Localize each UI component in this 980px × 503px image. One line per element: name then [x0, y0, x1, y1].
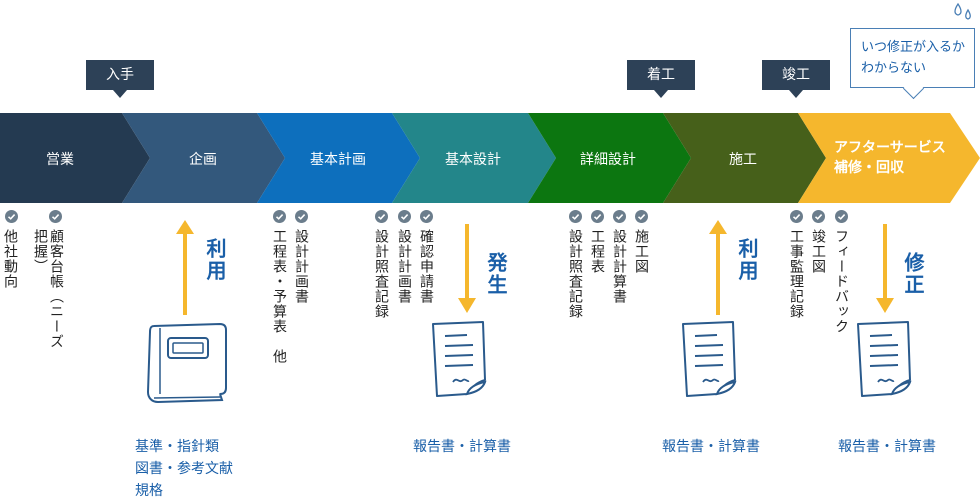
hassei-arrow	[458, 224, 476, 313]
action-shusei: 修正	[901, 252, 925, 296]
document-illustration-seko	[682, 321, 736, 397]
doclabel-kikaku-line2: 図書・参考文献	[135, 461, 233, 477]
item-tasha-doko: 他社動向	[2, 229, 18, 289]
item-kakunin-shinseisho: 確認申請書	[418, 229, 434, 304]
sweat-drops-icon	[954, 2, 971, 20]
callout-shunko: 竣工	[762, 60, 830, 98]
check-icon	[569, 210, 582, 223]
action-riyo-2: 利用	[735, 238, 759, 282]
stage-seko	[663, 113, 826, 203]
check-icon	[635, 210, 648, 223]
document-illustration-after	[857, 321, 911, 397]
callout-chakko: 着工	[627, 60, 695, 98]
stage-label-kihon-sekkei: 基本設計	[445, 152, 501, 168]
binder-illustration	[146, 322, 227, 404]
process-flow	[0, 113, 980, 203]
speech-bubble: いつ修正が入るか わからない	[850, 28, 975, 100]
check-icon	[591, 210, 604, 223]
doclabel-kihon: 報告書・計算書	[413, 439, 511, 455]
action-hassei: 発生	[484, 252, 508, 296]
check-icon	[420, 210, 433, 223]
check-icon	[5, 210, 18, 223]
check-icon	[295, 210, 308, 223]
item-shunkozu: 竣工図	[810, 229, 826, 274]
doclabel-kikaku: 基準・指針類 図書・参考文献 規格	[135, 436, 233, 502]
item-koteihyo: 工程表	[589, 229, 605, 274]
callout-nyushu: 入手	[86, 60, 154, 98]
item-sekkei-shosa-kiroku-1: 設計照査記録	[373, 229, 389, 319]
doclabel-kikaku-line3: 規格	[135, 483, 163, 499]
item-sekkei-keisansho: 設計計算書	[611, 229, 627, 304]
doclabel-seko: 報告書・計算書	[662, 439, 760, 455]
action-riyo-1: 利用	[203, 238, 227, 282]
riyo-arrow-1	[176, 220, 194, 315]
check-icon	[613, 210, 626, 223]
stage-kihon-keikaku	[257, 113, 420, 203]
doclabel-after: 報告書・計算書	[838, 439, 936, 455]
stage-label-seko: 施工	[729, 152, 757, 168]
check-icon	[790, 210, 803, 223]
stage-label-shosai-sekkei: 詳細設計	[580, 152, 636, 168]
stage-label-kihon-keikaku: 基本計画	[310, 152, 366, 168]
check-icon	[835, 210, 848, 223]
item-kokyaku-daicho: 顧客台帳（ニーズ把握）	[32, 229, 64, 349]
check-icon	[273, 210, 286, 223]
stage-label-after-service: アフターサービス 補修・回収	[826, 138, 966, 178]
item-koteihyo-yosanhyo: 工程表・予算表 他	[271, 229, 287, 364]
stage-kikaku	[122, 113, 285, 203]
document-illustration-kihon	[432, 321, 486, 397]
stage-label-kikaku: 企画	[189, 152, 217, 168]
check-icon	[398, 210, 411, 223]
shusei-arrow	[876, 224, 894, 313]
bubble-line-2: わからない	[861, 61, 927, 76]
stage-label-after-line1: アフターサービス	[834, 140, 946, 156]
check-icon	[812, 210, 825, 223]
item-sekkei-keikakusho-2: 設計計画書	[396, 229, 412, 304]
item-sekkei-keikakusho-1: 設計計画書	[293, 229, 309, 304]
item-sekozu: 施工図	[633, 229, 649, 274]
item-feedback: フィードバック	[833, 229, 849, 334]
stage-label-after-line2: 補修・回収	[834, 160, 904, 176]
bubble-line-1: いつ修正が入るか	[861, 40, 966, 55]
riyo-arrow-2	[709, 220, 727, 315]
stage-shosai-sekkei	[528, 113, 691, 203]
doclabel-kikaku-line1: 基準・指針類	[135, 439, 219, 455]
stage-label-eigyo: 営業	[46, 152, 74, 168]
check-icon	[49, 210, 62, 223]
stage-kihon-sekkei	[392, 113, 556, 203]
item-sekkei-shosa-kiroku-2: 設計照査記録	[567, 229, 583, 319]
stage-eigyo	[0, 113, 150, 203]
check-icon	[375, 210, 388, 223]
item-koji-kanri-kiroku: 工事監理記録	[788, 229, 804, 319]
stage-after-service	[798, 113, 980, 203]
